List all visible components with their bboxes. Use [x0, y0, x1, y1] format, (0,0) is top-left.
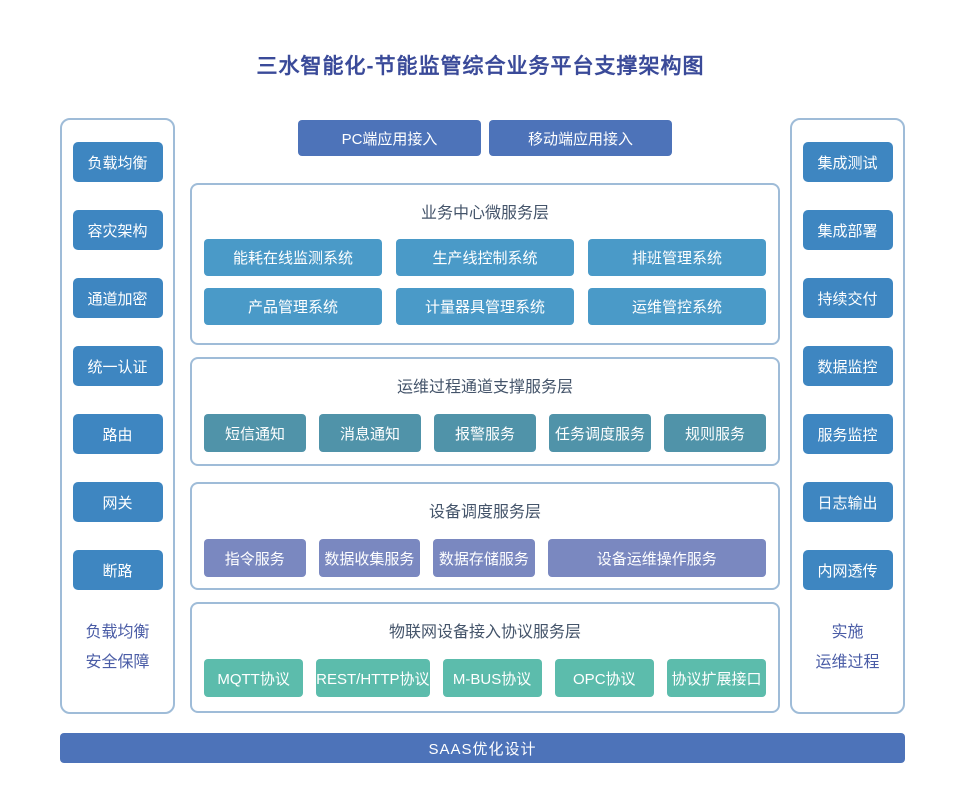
service-button[interactable]: 消息通知: [319, 414, 421, 452]
sidebar-footer-line: 运维过程: [815, 654, 880, 671]
sidebar-button[interactable]: 内网透传: [802, 550, 893, 590]
sidebar-footer-line: 安全保障: [85, 654, 150, 671]
sidebar-button[interactable]: 集成部署: [802, 210, 893, 250]
service-button[interactable]: 产品管理系统: [204, 288, 382, 325]
layer-title: 设备调度服务层: [428, 504, 541, 521]
layer-ops-channel-support: 运维过程通道支撑服务层 短信通知消息通知报警服务任务调度服务规则服务: [190, 357, 780, 466]
service-button[interactable]: 运维管控系统: [588, 288, 766, 325]
protocol-button[interactable]: 协议扩展接口: [666, 659, 767, 697]
protocol-button[interactable]: REST/HTTP协议: [316, 659, 430, 697]
service-button[interactable]: 能耗在线监测系统: [204, 239, 382, 276]
service-button[interactable]: 排班管理系统: [588, 239, 766, 276]
layer-title: 业务中心微服务层: [420, 205, 549, 222]
sidebar-footer-line: 实施: [831, 624, 864, 641]
page-title: 三水智能化-节能监管综合业务平台支撑架构图: [256, 55, 705, 78]
service-button[interactable]: 数据收集服务: [318, 539, 421, 577]
protocol-button[interactable]: MQTT协议: [204, 659, 304, 697]
layer-title: 物联网设备接入协议服务层: [388, 624, 581, 641]
layer-business-microservices: 业务中心微服务层 能耗在线监测系统生产线控制系统排班管理系统产品管理系统计量器具…: [190, 183, 780, 345]
sidebar-button[interactable]: 路由: [72, 414, 163, 454]
mobile-access-button[interactable]: 移动端应用接入: [489, 120, 672, 156]
right-sidebar-footer: 实施运维过程: [815, 618, 879, 678]
sidebar-button[interactable]: 数据监控: [802, 346, 893, 386]
sidebar-button[interactable]: 统一认证: [72, 346, 163, 386]
sidebar-button[interactable]: 服务监控: [802, 414, 893, 454]
protocol-button[interactable]: M-BUS协议: [442, 659, 542, 697]
service-button[interactable]: 数据存储服务: [433, 539, 535, 577]
layer-device-items: 指令服务数据收集服务数据存储服务设备运维操作服务: [204, 539, 766, 577]
left-sidebar-footer: 负载均衡安全保障: [85, 618, 149, 678]
service-button[interactable]: 短信通知: [204, 414, 306, 452]
layer-ops-items: 短信通知消息通知报警服务任务调度服务规则服务: [204, 414, 766, 452]
saas-optimization-bar: SAAS优化设计: [60, 733, 905, 763]
sidebar-button[interactable]: 负载均衡: [72, 142, 163, 182]
sidebar-button[interactable]: 集成测试: [802, 142, 893, 182]
layer-iot-protocols: 物联网设备接入协议服务层 MQTT协议 REST/HTTP协议 M-BUS协议 OPC…: [190, 602, 780, 713]
service-button[interactable]: 任务调度服务: [549, 414, 651, 452]
service-button[interactable]: 生产线控制系统: [396, 239, 574, 276]
layer-protocol-items: MQTT协议 REST/HTTP协议 M-BUS协议 OPC协议协议扩展接口: [204, 659, 767, 697]
sidebar-button[interactable]: 通道加密: [72, 278, 163, 318]
sidebar-button[interactable]: 断路: [72, 550, 163, 590]
layer-device-scheduling: 设备调度服务层 指令服务数据收集服务数据存储服务设备运维操作服务: [190, 482, 780, 590]
service-button[interactable]: 计量器具管理系统: [396, 288, 574, 325]
service-button[interactable]: 规则服务: [664, 414, 766, 452]
sidebar-button[interactable]: 网关: [72, 482, 163, 522]
service-button[interactable]: 指令服务: [204, 539, 306, 577]
pc-access-button[interactable]: PC端应用接入: [298, 120, 481, 156]
service-button[interactable]: 设备运维操作服务: [547, 539, 766, 577]
access-button-row: PC端应用接入 移动端应用接入: [190, 120, 780, 156]
right-sidebar-panel: 集成测试集成部署持续交付数据监控服务监控日志输出内网透传 实施运维过程: [790, 118, 905, 714]
layer-title: 运维过程通道支撑服务层: [396, 379, 573, 396]
protocol-button[interactable]: OPC协议: [554, 659, 654, 697]
sidebar-button[interactable]: 日志输出: [802, 482, 893, 522]
layer-business-items: 能耗在线监测系统生产线控制系统排班管理系统产品管理系统计量器具管理系统运维管控系…: [204, 239, 766, 325]
sidebar-button[interactable]: 持续交付: [802, 278, 893, 318]
left-sidebar-panel: 负载均衡容灾架构通道加密统一认证路由网关断路 负载均衡安全保障: [60, 118, 175, 714]
service-button[interactable]: 报警服务: [434, 414, 536, 452]
sidebar-footer-line: 负载均衡: [85, 624, 150, 641]
sidebar-button[interactable]: 容灾架构: [72, 210, 163, 250]
